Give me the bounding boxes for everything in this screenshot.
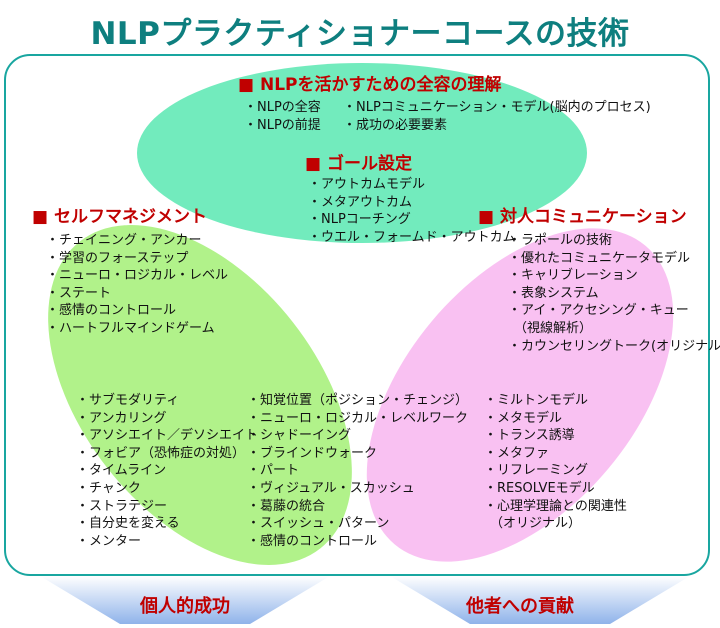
list-item: ・表象システム: [508, 285, 599, 301]
list-item: ・ステート: [46, 285, 112, 301]
list-item: ・ストラテジー: [76, 498, 168, 514]
list-item: ・ミルトンモデル: [484, 393, 589, 408]
personal-success-label: 個人的成功: [140, 596, 230, 617]
list-item: ・タイムライン: [76, 463, 167, 479]
list-item: ・アウトカムモデル: [308, 177, 426, 192]
list-item: ・スイッシュ・パターン: [247, 516, 390, 532]
inter-lower-list: ・ミルトンモデル ・メタモデル ・トランス誘導 ・メタファ ・リフレーミング ・…: [484, 392, 627, 533]
list-item: ・チャンク: [76, 480, 141, 496]
top-list-2: ・NLPコミュニケーション・モデル(脳内のプロセス) ・成功の必要要素: [343, 99, 651, 134]
list-item: ・シャドーイング: [247, 428, 352, 444]
right-arrow-shape: [390, 576, 690, 624]
list-item: ・アンカリング: [76, 410, 167, 426]
list-item: ・パート: [247, 463, 300, 479]
list-item: ・ヴィジュアル・スカッシュ: [247, 480, 415, 496]
list-item: ・チェイニング・アンカー: [46, 233, 202, 248]
list-item: ・葛藤の統合: [247, 498, 326, 514]
list-item: （視線解析）: [514, 320, 593, 336]
list-item: ・メタモデル: [484, 410, 563, 426]
list-item: ・心理学理論との関連性: [484, 498, 627, 514]
list-item: ・ブラインドウォーク: [247, 445, 378, 461]
list-item: ・リフレーミング: [484, 463, 589, 479]
list-item: ・キャリブレーション: [508, 268, 638, 284]
right-ellipse: [366, 228, 674, 562]
left-arrow-shape: [40, 576, 330, 624]
list-item: ・NLPコーチング: [308, 212, 411, 228]
page-title: NLPプラクティショナーコースの技術: [90, 16, 630, 52]
self-heading: ■ セルフマネジメント: [32, 207, 207, 227]
inter-heading: ■ 対人コミュニケーション: [478, 207, 687, 227]
list-item: ・フォビア（恐怖症の対処）: [76, 445, 246, 461]
self-lower-list: ・サブモダリティ ・アンカリング ・アソシエイト／デソシエイト ・フォビア（恐怖…: [76, 392, 258, 550]
left-ellipse: [48, 225, 352, 565]
list-item: ・ハートフルマインドゲーム: [46, 320, 215, 336]
list-item: ・カウンセリングトーク(オリジナル): [508, 338, 720, 354]
center-list: ・知覚位置（ポジション・チェンジ） ・ニューロ・ロジカル・レベルワーク ・シャド…: [247, 392, 468, 550]
inter-list: ・ラポールの技術 ・優れたコミュニケータモデル ・キャリブレーション ・表象シス…: [508, 232, 720, 355]
self-list: ・チェイニング・アンカー ・学習のフォーステップ ・ニューロ・ロジカル・レベル …: [46, 232, 228, 338]
top-ellipse: [137, 63, 587, 243]
top-heading: ■ NLPを活かすための全容の理解: [238, 75, 502, 95]
list-item: ・NLPコミュニケーション・モデル(脳内のプロセス): [343, 100, 651, 115]
goal-list: ・アウトカムモデル ・メタアウトカム ・NLPコーチング ・ウエル・フォームド・…: [308, 176, 516, 246]
list-item: ・自分史を変える: [76, 516, 180, 532]
list-item: ・感情のコントロール: [46, 303, 177, 319]
list-item: ・メンター: [76, 533, 142, 549]
list-item: ・感情のコントロール: [247, 533, 378, 549]
goal-heading: ■ ゴール設定: [305, 154, 412, 174]
list-item: ・ラポールの技術: [508, 233, 613, 248]
list-item: ・サブモダリティ: [76, 393, 180, 408]
list-item: ・トランス誘導: [484, 428, 575, 444]
list-item: ・ウエル・フォームド・アウトカム: [308, 229, 516, 245]
list-item: ・NLPの全容: [244, 100, 321, 115]
list-item: （オリジナル）: [490, 516, 582, 532]
list-item: ・学習のフォーステップ: [46, 250, 189, 266]
list-item: ・メタファ: [484, 445, 550, 461]
list-item: ・アソシエイト／デソシエイト: [76, 428, 259, 444]
list-item: ・優れたコミュニケータモデル: [508, 250, 691, 266]
list-item: ・知覚位置（ポジション・チェンジ）: [247, 393, 469, 408]
list-item: ・アイ・アクセシング・キュー: [508, 303, 689, 319]
list-item: ・NLPの前提: [244, 117, 321, 133]
list-item: ・ニューロ・ロジカル・レベルワーク: [247, 410, 469, 426]
list-item: ・メタアウトカム: [308, 194, 413, 210]
top-list-1: ・NLPの全容 ・NLPの前提: [244, 99, 321, 134]
list-item: ・成功の必要要素: [343, 117, 448, 133]
contribution-label: 他者への貢献: [466, 596, 574, 617]
list-item: ・RESOLVEモデル: [484, 480, 595, 496]
list-item: ・ニューロ・ロジカル・レベル: [46, 268, 229, 284]
outer-frame: [4, 54, 710, 576]
